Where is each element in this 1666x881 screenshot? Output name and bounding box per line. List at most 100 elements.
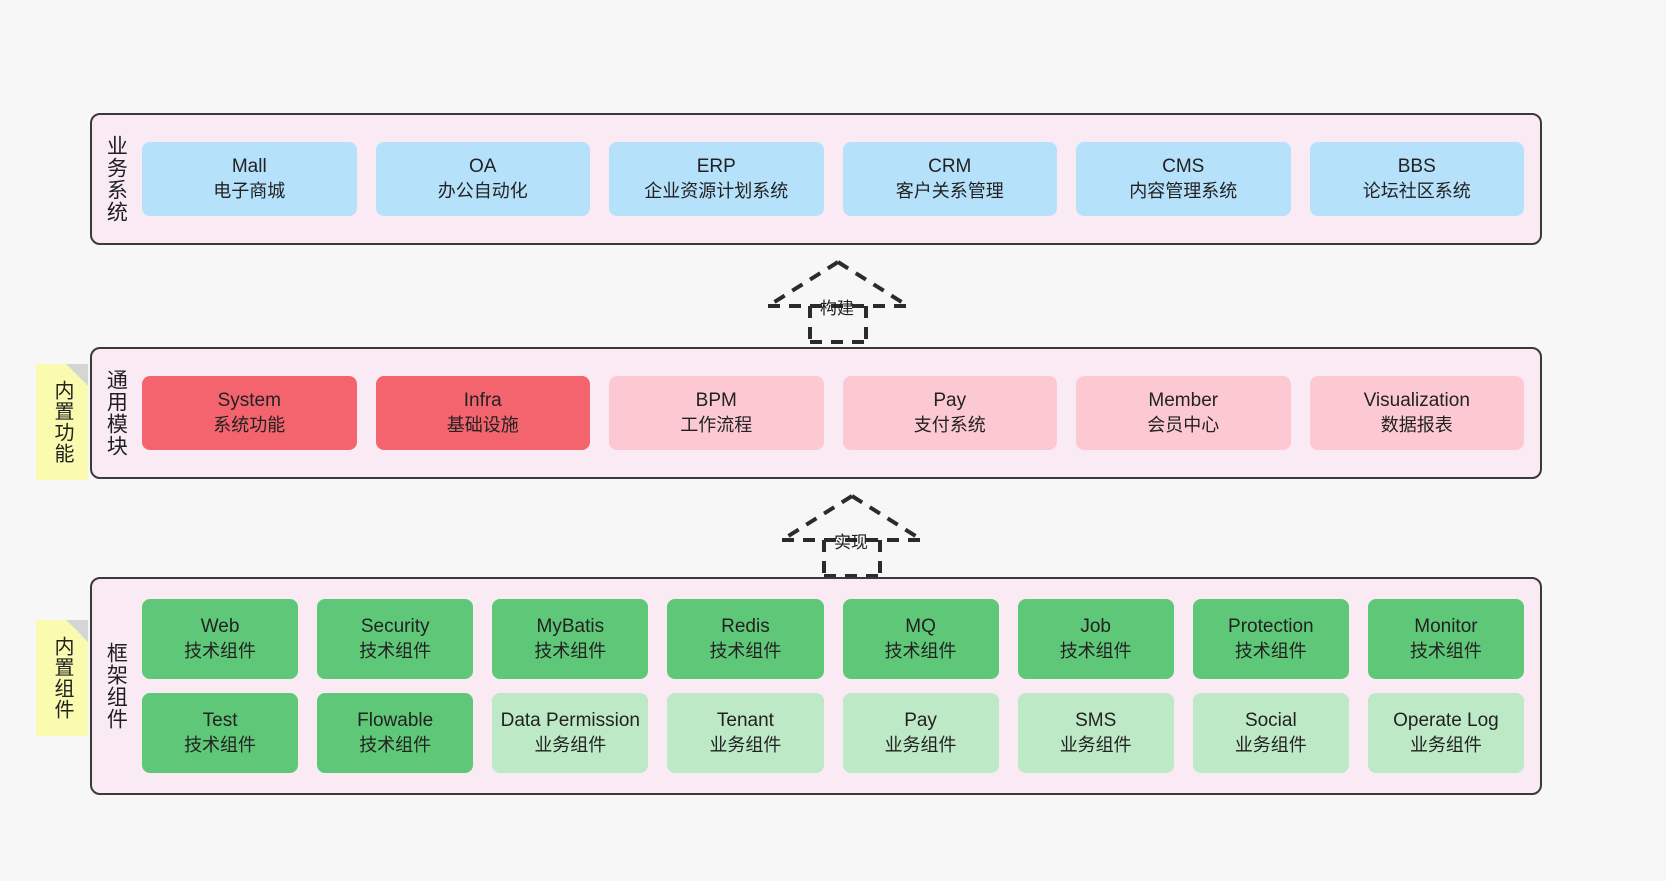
implements-arrow-realize-shape — [780, 494, 924, 578]
card-title: Job — [1080, 615, 1111, 637]
card-subtitle: 业务组件 — [1234, 734, 1307, 755]
card-subtitle: 内容管理系统 — [1129, 180, 1238, 201]
card-subtitle: 技术组件 — [534, 640, 607, 661]
card-title: Redis — [721, 615, 770, 637]
layer-business-systems: 业务系统 Mall 电子商城 OA 办公自动化 ERP 企业资源计划系统 CRM… — [90, 113, 1542, 245]
card-web[interactable]: Web 技术组件 — [142, 599, 299, 679]
layer-business-systems-title: 业务系统 — [104, 135, 128, 223]
layer-framework-components: 框架组件 Web 技术组件 Security 技术组件 MyBatis 技术组件… — [90, 577, 1542, 795]
card-member[interactable]: Member 会员中心 — [1076, 376, 1291, 450]
card-test[interactable]: Test 技术组件 — [142, 693, 299, 773]
card-title: BBS — [1397, 155, 1436, 177]
implements-arrow-realize: 实现 — [772, 492, 932, 578]
card-protection[interactable]: Protection 技术组件 — [1192, 599, 1349, 679]
card-subtitle: 技术组件 — [1234, 640, 1307, 661]
card-social[interactable]: Social 业务组件 — [1192, 693, 1349, 773]
layer-framework-components-title: 框架组件 — [104, 642, 128, 730]
card-subtitle: 系统功能 — [213, 414, 286, 435]
card-title: CRM — [928, 155, 972, 177]
card-subtitle: 业务组件 — [884, 734, 957, 755]
card-tenant[interactable]: Tenant 业务组件 — [667, 693, 824, 773]
card-sms[interactable]: SMS 业务组件 — [1017, 693, 1174, 773]
card-row-tech: Web 技术组件 Security 技术组件 MyBatis 技术组件 Redi… — [142, 599, 1524, 679]
card-title: Operate Log — [1393, 709, 1499, 731]
card-redis[interactable]: Redis 技术组件 — [667, 599, 824, 679]
card-subtitle: 技术组件 — [359, 640, 432, 661]
implements-arrow-build-shape — [766, 260, 910, 344]
card-subtitle: 技术组件 — [1059, 640, 1132, 661]
card-subtitle: 办公自动化 — [437, 180, 528, 201]
card-subtitle: 业务组件 — [1409, 734, 1482, 755]
card-subtitle: 论坛社区系统 — [1362, 180, 1471, 201]
layer-business-systems-body: Mall 电子商城 OA 办公自动化 ERP 企业资源计划系统 CRM 客户关系… — [138, 115, 1540, 243]
card-mq[interactable]: MQ 技术组件 — [842, 599, 999, 679]
card-row: System 系统功能 Infra 基础设施 BPM 工作流程 Pay 支付系统… — [142, 376, 1524, 450]
card-row: Mall 电子商城 OA 办公自动化 ERP 企业资源计划系统 CRM 客户关系… — [142, 142, 1524, 216]
card-title: Visualization — [1363, 389, 1470, 411]
card-title: CMS — [1162, 155, 1205, 177]
note-builtin-components-text: 内置组件 — [51, 636, 73, 720]
note-builtin-functions-text: 内置功能 — [51, 380, 73, 464]
card-pay[interactable]: Pay 支付系统 — [842, 376, 1057, 450]
implements-arrow-realize-label: 实现 — [834, 533, 868, 552]
card-subtitle: 支付系统 — [913, 414, 986, 435]
card-title: Web — [200, 615, 240, 637]
card-bpm[interactable]: BPM 工作流程 — [609, 376, 824, 450]
card-title: Data Permission — [500, 709, 640, 731]
card-subtitle: 技术组件 — [709, 640, 782, 661]
card-subtitle: 电子商城 — [213, 180, 286, 201]
layer-common-modules: 通用模块 System 系统功能 Infra 基础设施 BPM 工作流程 Pay… — [90, 347, 1542, 479]
card-title: Flowable — [357, 709, 434, 731]
card-crm[interactable]: CRM 客户关系管理 — [842, 142, 1057, 216]
card-security[interactable]: Security 技术组件 — [317, 599, 474, 679]
card-title: OA — [469, 155, 497, 177]
card-subtitle: 数据报表 — [1380, 414, 1453, 435]
card-monitor[interactable]: Monitor 技术组件 — [1367, 599, 1524, 679]
card-title: Pay — [904, 709, 937, 731]
layer-common-modules-body: System 系统功能 Infra 基础设施 BPM 工作流程 Pay 支付系统… — [138, 349, 1540, 477]
card-subtitle: 技术组件 — [184, 640, 257, 661]
note-builtin-components: 内置组件 — [36, 620, 88, 736]
card-subtitle: 业务组件 — [709, 734, 782, 755]
card-title: Security — [360, 615, 430, 637]
card-title: BPM — [695, 389, 737, 411]
card-title: Member — [1148, 389, 1219, 411]
card-erp[interactable]: ERP 企业资源计划系统 — [609, 142, 824, 216]
card-mybatis[interactable]: MyBatis 技术组件 — [492, 599, 649, 679]
card-visualization[interactable]: Visualization 数据报表 — [1309, 376, 1524, 450]
implements-arrow-build-label: 构建 — [820, 299, 854, 318]
card-infra[interactable]: Infra 基础设施 — [375, 376, 590, 450]
card-oa[interactable]: OA 办公自动化 — [375, 142, 590, 216]
card-title: MyBatis — [536, 615, 605, 637]
card-row-business: Test 技术组件 Flowable 技术组件 Data Permission … — [142, 693, 1524, 773]
card-title: Protection — [1228, 615, 1314, 637]
card-subtitle: 技术组件 — [884, 640, 957, 661]
card-subtitle: 客户关系管理 — [895, 180, 1004, 201]
card-subtitle: 技术组件 — [184, 734, 257, 755]
card-operate-log[interactable]: Operate Log 业务组件 — [1367, 693, 1524, 773]
card-pay-business[interactable]: Pay 业务组件 — [842, 693, 999, 773]
card-subtitle: 基础设施 — [446, 414, 519, 435]
card-title: Social — [1244, 709, 1297, 731]
note-builtin-functions: 内置功能 — [36, 364, 88, 480]
card-title: Infra — [463, 389, 502, 411]
card-job[interactable]: Job 技术组件 — [1017, 599, 1174, 679]
card-flowable[interactable]: Flowable 技术组件 — [317, 693, 474, 773]
card-subtitle: 会员中心 — [1147, 414, 1220, 435]
card-subtitle: 业务组件 — [534, 734, 607, 755]
card-title: Mall — [231, 155, 267, 177]
card-mall[interactable]: Mall 电子商城 — [142, 142, 357, 216]
card-title: MQ — [905, 615, 936, 637]
card-title: System — [217, 389, 281, 411]
card-title: Monitor — [1414, 615, 1478, 637]
card-subtitle: 技术组件 — [359, 734, 432, 755]
card-system[interactable]: System 系统功能 — [142, 376, 357, 450]
card-subtitle: 业务组件 — [1059, 734, 1132, 755]
card-title: Tenant — [716, 709, 774, 731]
layer-framework-components-body: Web 技术组件 Security 技术组件 MyBatis 技术组件 Redi… — [138, 579, 1540, 793]
card-cms[interactable]: CMS 内容管理系统 — [1076, 142, 1291, 216]
card-title: Test — [202, 709, 238, 731]
card-bbs[interactable]: BBS 论坛社区系统 — [1309, 142, 1524, 216]
card-data-permission[interactable]: Data Permission 业务组件 — [492, 693, 649, 773]
